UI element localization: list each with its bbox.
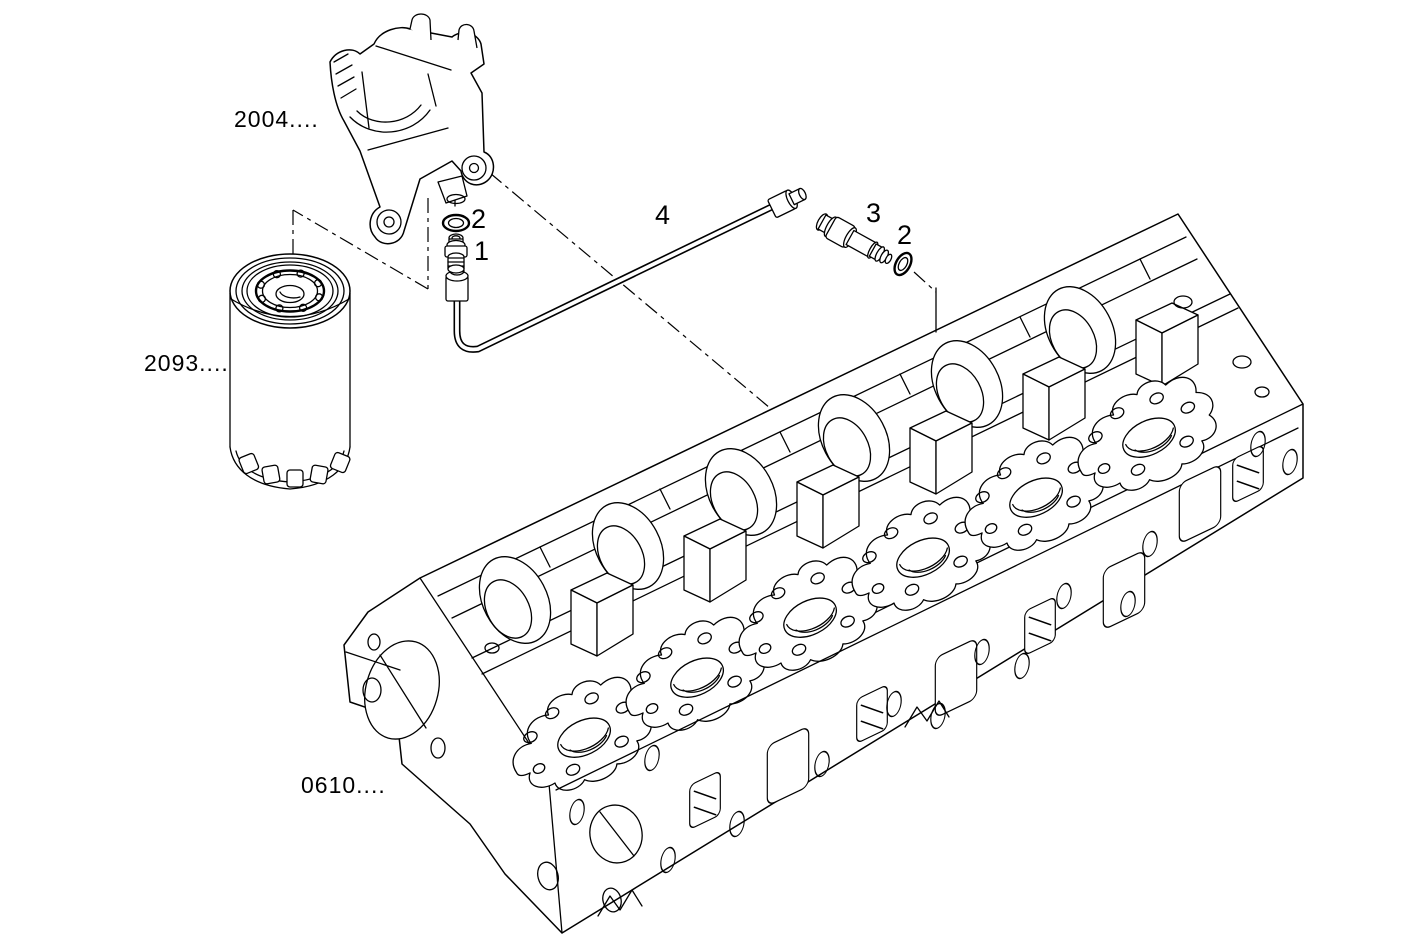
- callout-union-fitting[interactable]: 1: [474, 236, 490, 266]
- part-label-oil-filter[interactable]: 2093....: [144, 350, 229, 376]
- callout-seal-washer-upper[interactable]: 2: [471, 204, 487, 234]
- union-fitting-drawing: [444, 233, 468, 274]
- filter-head-bracket-drawing: [329, 13, 495, 245]
- part-label-cylinder-head[interactable]: 0610....: [301, 772, 386, 798]
- seal-washer-lower-drawing: [893, 251, 913, 277]
- cylinder-head-drawing: [343, 213, 1304, 934]
- part-label-filter-head[interactable]: 2004....: [234, 106, 319, 132]
- callout-oil-pipe[interactable]: 4: [655, 200, 671, 230]
- callout-check-valve[interactable]: 3: [866, 198, 882, 228]
- callout-seal-washer-lower[interactable]: 2: [897, 220, 913, 250]
- seal-washer-upper-drawing: [441, 213, 471, 233]
- check-valve-drawing: [815, 213, 893, 265]
- oil-pipe-drawing: [445, 187, 807, 353]
- oil-filter-drawing: [229, 253, 351, 490]
